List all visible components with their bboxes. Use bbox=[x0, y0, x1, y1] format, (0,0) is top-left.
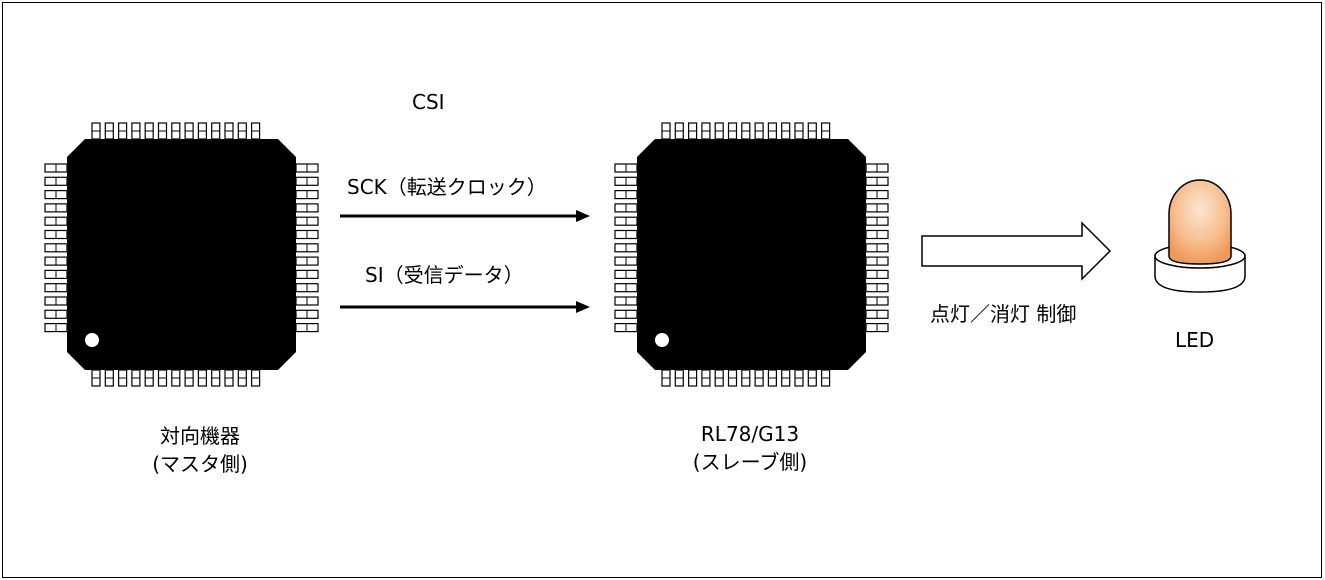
master-name: 対向機器 bbox=[160, 424, 240, 448]
master-role: (マスタ側) bbox=[152, 452, 248, 476]
pin1-marker bbox=[85, 333, 99, 347]
pin1-marker bbox=[655, 333, 669, 347]
sck-arrow bbox=[340, 210, 590, 222]
slave-role: (スレーブ側) bbox=[692, 450, 808, 474]
bus-label: CSI bbox=[412, 90, 445, 114]
slave-chip bbox=[614, 122, 889, 387]
sck-label: SCK（転送クロック） bbox=[347, 175, 547, 199]
control-arrow bbox=[921, 221, 1112, 281]
si-label: SI（受信データ） bbox=[365, 263, 524, 287]
led-icon bbox=[1154, 179, 1246, 293]
slave-name: RL78/G13 bbox=[700, 422, 800, 446]
si-arrow bbox=[340, 301, 590, 313]
led-label: LED bbox=[1175, 328, 1215, 352]
chip-body bbox=[637, 139, 866, 370]
chip-body bbox=[67, 139, 296, 370]
master-chip bbox=[44, 122, 319, 387]
control-label: 点灯／消灯 制御 bbox=[930, 302, 1077, 326]
